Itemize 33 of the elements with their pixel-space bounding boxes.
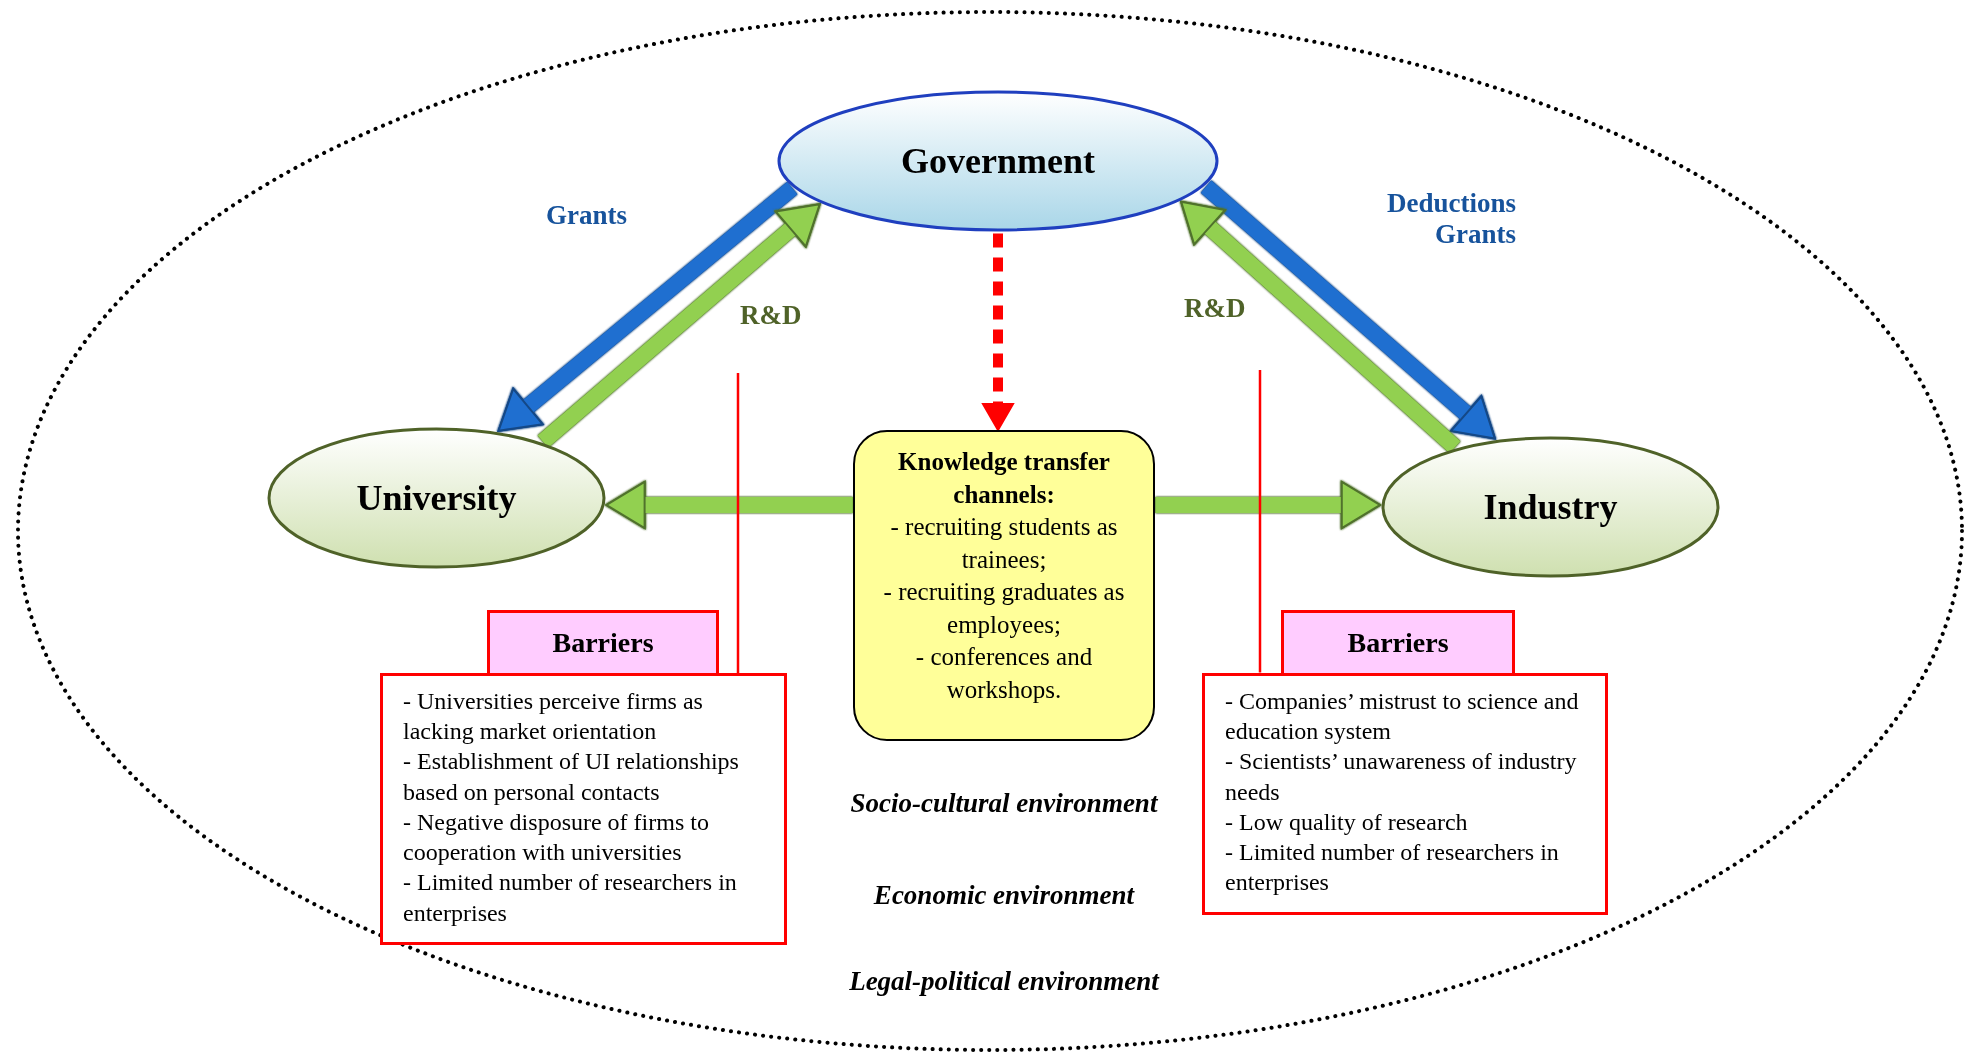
list-item: - recruiting graduates as employees; (882, 577, 1126, 640)
list-item: - Low quality of research (1225, 807, 1469, 837)
list-item: - Limited number of researchers in enterprises (1225, 838, 1560, 898)
list-item: - recruiting students as trainees; (889, 512, 1119, 575)
node-label: Industry (1483, 486, 1618, 528)
block-arrow (497, 181, 798, 432)
block-arrow (1200, 180, 1496, 440)
list-item: - Companies’ mistrust to science and education system (1225, 687, 1580, 747)
list-item: - Limited number of researchers in enterprises (403, 868, 738, 928)
channel-box (853, 430, 1155, 741)
environment-label: Legal-political environment (849, 966, 1159, 997)
ellipse-node (776, 89, 1220, 233)
block-arrow (1155, 481, 1381, 529)
block-arrow (537, 203, 821, 448)
heading-tab: Barriers (487, 610, 719, 673)
ellipse-node (1380, 435, 1721, 579)
arrow (982, 233, 1014, 431)
block-arrow (1180, 200, 1461, 454)
environment-label: Economic environment (873, 880, 1135, 911)
node-label: Government (901, 140, 1095, 182)
leader-line (1258, 370, 1262, 673)
list-item: - Negative disposure of firms to cooperation with universities (403, 807, 710, 868)
heading-tab: Barriers (1281, 610, 1515, 673)
block-arrow (605, 481, 853, 529)
list-item: - Scientists’ unawareness of industry needs (1225, 747, 1578, 807)
node-label: University (356, 477, 517, 519)
list-item: - conferences and workshops. (914, 642, 1094, 705)
box-heading: Knowledge transfer channels: (897, 447, 1111, 510)
list-item: - Establishment of UI relationships based on personal contacts (403, 747, 740, 807)
ellipse-node (266, 426, 607, 570)
environment-label: Socio-cultural environment (850, 788, 1158, 819)
leader-line (736, 373, 740, 673)
list-item: - Universities perceive firms as lacking market orientation (403, 687, 704, 747)
